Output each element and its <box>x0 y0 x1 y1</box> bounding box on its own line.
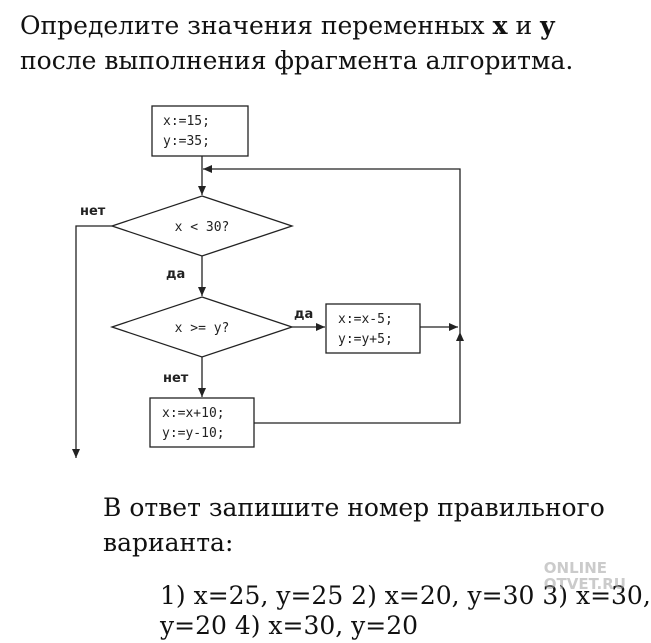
watermark-line1: ONLINE <box>543 559 608 577</box>
options-line1: 1) x=25, y=25 2) x=20, y=30 3) x=30, <box>160 581 651 610</box>
flow-line-exit <box>72 225 112 458</box>
options-line2: y=20 4) x=30, y=20 <box>160 611 419 640</box>
question-after: после выполнения фрагмента алгоритма. <box>20 46 574 75</box>
answer-prompt: В ответ запишите номер правильного вариа… <box>103 493 605 557</box>
var-x: x <box>492 11 508 40</box>
yes-block <box>325 303 421 354</box>
watermark-logo: ONLINE OTVET.RU <box>544 560 626 592</box>
no-line1: x:=x+10; <box>162 406 225 421</box>
cond2-text: x >= y? <box>175 321 230 336</box>
question-before: Определите значения переменных <box>20 11 493 40</box>
answer-options: 1) x=25, y=25 2) x=20, y=30 3) x=30, y=2… <box>160 578 651 640</box>
init-block <box>151 105 249 157</box>
no-line2: y:=y-10; <box>162 426 225 441</box>
watermark-line2: OTVET.RU <box>543 575 626 593</box>
question-and: и <box>507 11 541 40</box>
init-line1: x:=15; <box>163 114 210 129</box>
yes-line1: x:=x-5; <box>338 312 393 327</box>
yes-line2: y:=y+5; <box>338 332 393 347</box>
init-line2: y:=35; <box>163 134 210 149</box>
flow-line-return <box>203 165 461 332</box>
cond2-yes-label: да <box>294 307 313 322</box>
question-text: Определите значения переменных x и y пос… <box>20 8 632 78</box>
cond1-no-label: нет <box>80 204 106 219</box>
var-y: y <box>540 11 555 40</box>
flowchart: x:=15; y:=35; x < 30? нет да x >= y? да … <box>72 105 464 458</box>
flow-line-loop <box>254 332 464 424</box>
cond2-no-label: нет <box>163 371 189 386</box>
cond1-yes-label: да <box>166 267 185 282</box>
cond1-text: x < 30? <box>175 220 230 235</box>
